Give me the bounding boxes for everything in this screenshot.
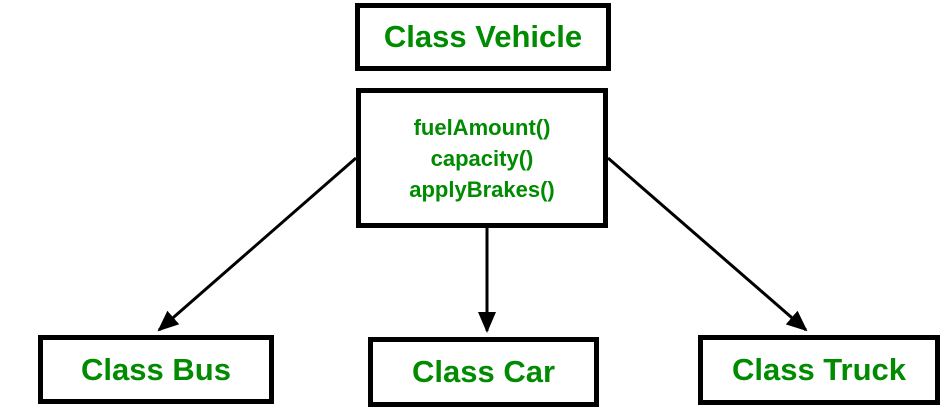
inheritance-arrow-to-truck bbox=[607, 156, 808, 332]
child-class-box-car: Class Car bbox=[368, 337, 599, 407]
inheritance-arrow-to-bus bbox=[157, 156, 357, 332]
method-fuelamount: fuelAmount() bbox=[413, 114, 551, 140]
child-class-label-bus: Class Bus bbox=[81, 351, 231, 387]
child-class-box-truck: Class Truck bbox=[698, 335, 940, 405]
methods-box: fuelAmount() capacity() applyBrakes() bbox=[356, 88, 608, 228]
child-class-label-truck: Class Truck bbox=[731, 352, 907, 387]
method-capacity: capacity() bbox=[430, 145, 534, 171]
parent-class-box: Class Vehicle bbox=[355, 3, 611, 71]
child-class-label-car: Class Car bbox=[411, 354, 556, 389]
parent-class-label: Class Vehicle bbox=[383, 19, 583, 54]
child-class-box-bus: Class Bus bbox=[38, 335, 274, 404]
method-applybrakes: applyBrakes() bbox=[409, 176, 555, 202]
